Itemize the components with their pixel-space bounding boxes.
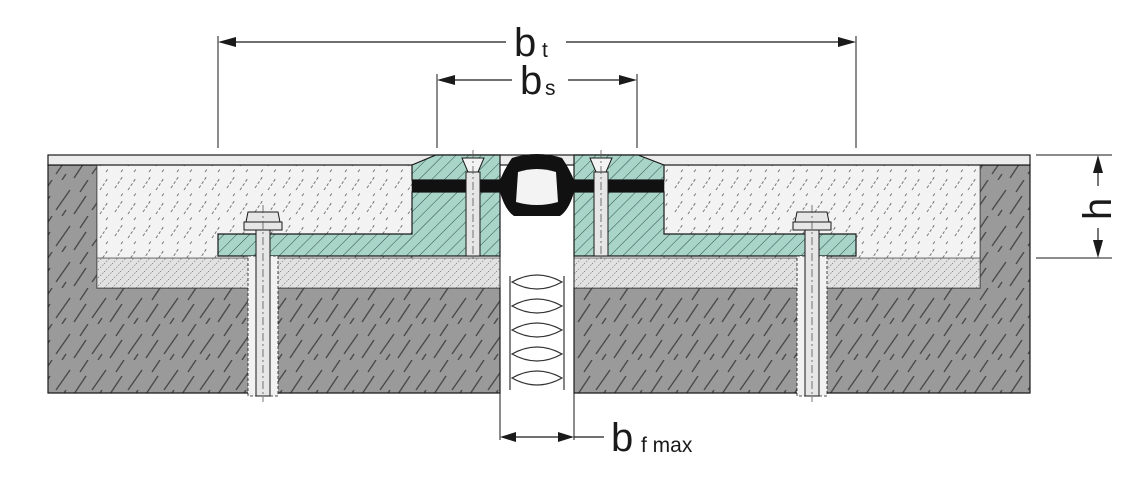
seal-width-symbol: b <box>520 59 542 103</box>
total-width-symbol: b <box>514 21 536 65</box>
joint-filler <box>499 256 575 440</box>
dimension-gap-width: b f max <box>500 416 693 460</box>
anchor-bolt-right <box>792 205 832 402</box>
gap-width-subscript: f max <box>641 434 693 457</box>
dimension-height: h <box>1036 154 1120 259</box>
height-symbol: h <box>1076 198 1120 220</box>
anchor-bolt-left <box>243 205 283 402</box>
countersunk-screw-right <box>589 150 613 262</box>
total-width-subscript: t <box>542 39 548 62</box>
bedding-layer-right <box>573 257 981 289</box>
bedding-layer-left <box>96 257 501 289</box>
countersunk-screw-left <box>461 150 485 262</box>
gap-width-symbol: b <box>611 416 633 460</box>
seal-width-subscript: s <box>545 77 556 100</box>
dimension-seal-width: b s <box>436 59 638 148</box>
dimension-total-width: b t <box>217 21 857 148</box>
